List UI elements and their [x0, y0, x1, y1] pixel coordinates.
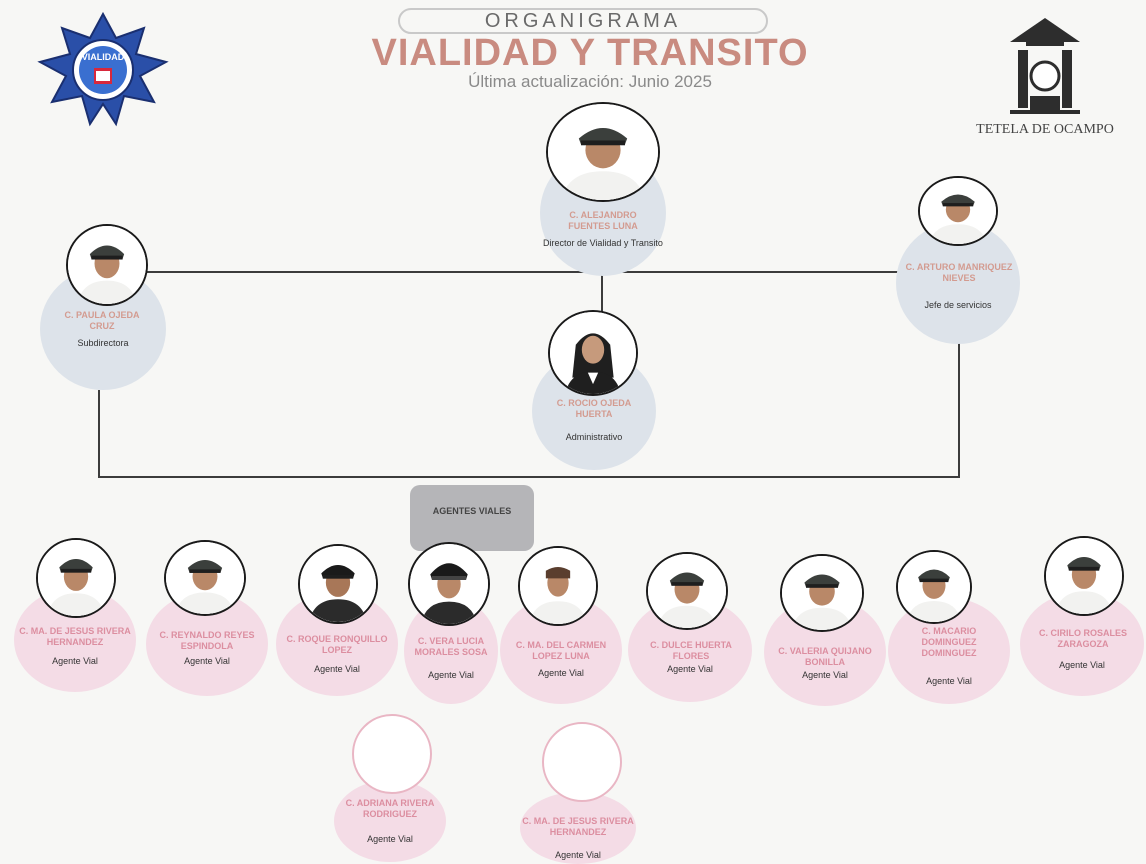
agent-photo: [896, 550, 972, 624]
agent-name: C. MA. DE JESUS RIVERA HERNANDEZ: [522, 816, 634, 837]
subdirector-photo: [66, 224, 148, 306]
jefe-role: Jefe de servicios: [924, 300, 992, 310]
agent-name: C. CIRILO ROSALES ZARAGOZA: [1038, 628, 1127, 649]
connector-line: [98, 390, 100, 476]
agent-photo: [36, 538, 116, 618]
jefe-photo: [918, 176, 998, 246]
agent-photo: [518, 546, 598, 626]
agent-bubble: [520, 792, 636, 864]
director-photo: [546, 102, 660, 202]
vialidad-badge-logo: VIALIDAD: [32, 10, 174, 128]
admin-photo: [548, 310, 638, 396]
agent-role: Agente Vial: [802, 670, 848, 680]
agent-name: C. MA. DEL CARMEN LOPEZ LUNA: [515, 640, 607, 661]
organigrama-label: ORGANIGRAMA: [398, 8, 768, 34]
agent-name: C. DULCE HUERTA FLORES: [650, 640, 732, 661]
agent-name: C. MA. DE JESUS RIVERA HERNANDEZ: [19, 626, 131, 647]
agentes-viales-label: AGENTES VIALES: [410, 485, 534, 551]
last-updated: Última actualización: Junio 2025: [468, 72, 712, 91]
agent-photo: [298, 544, 378, 624]
agent-role: Agente Vial: [555, 850, 601, 860]
agent-photo: [164, 540, 246, 616]
agent-role: Agente Vial: [538, 668, 584, 678]
jefe-name: C. ARTURO MANRIQUEZ NIEVES: [905, 262, 1013, 283]
badge-text: VIALIDAD: [82, 52, 125, 62]
agent-role: Agente Vial: [367, 834, 413, 844]
subdirector-name: C. PAULA OJEDA CRUZ: [64, 310, 140, 331]
admin-name: C. ROCIO OJEDA HUERTA: [556, 398, 632, 419]
agent-photo-placeholder: [542, 722, 622, 802]
agent-name: C. VERA LUCIA MORALES SOSA: [414, 636, 488, 657]
agent-photo: [780, 554, 864, 632]
agent-photo: [1044, 536, 1124, 616]
agent-name: C. VALERIA QUIJANO BONILLA: [778, 646, 872, 667]
agent-name: C. ADRIANA RIVERA RODRIGUEZ: [345, 798, 435, 819]
agent-photo-placeholder: [352, 714, 432, 794]
admin-role: Administrativo: [565, 432, 623, 442]
tetela-logo: TETELA DE OCAMPO: [960, 12, 1130, 157]
tetela-name: TETELA DE OCAMPO: [976, 122, 1114, 137]
agent-role: Agente Vial: [428, 670, 474, 680]
agent-name: C. MACARIO DOMINGUEZ DOMINGUEZ: [921, 626, 977, 658]
agent-role: Agente Vial: [667, 664, 713, 674]
director-role: Director de Vialidad y Transito: [543, 238, 663, 248]
agent-name: C. ROQUE RONQUILLO LOPEZ: [286, 634, 388, 655]
agent-role: Agente Vial: [314, 664, 360, 674]
subdirector-role: Subdirectora: [77, 338, 129, 348]
agent-name: C. REYNALDO REYES ESPINDOLA: [159, 630, 255, 651]
agent-role: Agente Vial: [926, 676, 972, 686]
connector-line: [958, 343, 960, 476]
agent-role: Agente Vial: [184, 656, 230, 666]
connector-line: [98, 476, 960, 478]
page-title: VIALIDAD Y TRANSITO: [371, 32, 809, 74]
agent-role: Agente Vial: [1059, 660, 1105, 670]
agent-role: Agente Vial: [52, 656, 98, 666]
connector-line: [601, 271, 603, 313]
agent-photo: [408, 542, 490, 626]
agent-photo: [646, 552, 728, 630]
connector-line: [138, 271, 904, 273]
director-name: C. ALEJANDRO FUENTES LUNA: [568, 210, 638, 231]
